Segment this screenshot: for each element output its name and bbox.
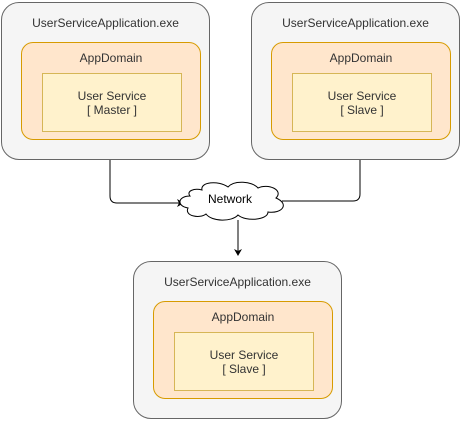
service-name: User Service bbox=[209, 347, 279, 362]
service-role: [ Slave ] bbox=[222, 361, 266, 376]
user-service-slave-box: User Service [ Slave ] bbox=[174, 332, 314, 391]
process-slave-right-container: UserServiceApplication.exe AppDomain Use… bbox=[251, 2, 460, 160]
process-title: UserServiceApplication.exe bbox=[164, 275, 311, 289]
appdomain-container: AppDomain User Service [ Slave ] bbox=[153, 301, 333, 399]
process-slave-bottom-container: UserServiceApplication.exe AppDomain Use… bbox=[133, 261, 342, 419]
appdomain-title: AppDomain bbox=[211, 310, 275, 324]
user-service-master-box: User Service [ Master ] bbox=[42, 73, 182, 132]
network-cloud-shape bbox=[179, 181, 284, 221]
service-name: User Service bbox=[327, 88, 397, 103]
network-label: Network bbox=[207, 192, 252, 206]
process-master-container: UserServiceApplication.exe AppDomain Use… bbox=[1, 2, 210, 160]
service-name: User Service bbox=[77, 88, 147, 103]
user-service-slave-box: User Service [ Slave ] bbox=[292, 73, 432, 132]
appdomain-title: AppDomain bbox=[329, 51, 393, 65]
service-role: [ Master ] bbox=[86, 102, 137, 117]
appdomain-title: AppDomain bbox=[79, 51, 143, 65]
master-to-network-connector bbox=[109, 130, 184, 207]
appdomain-container: AppDomain User Service [ Master ] bbox=[21, 42, 201, 140]
appdomain-container: AppDomain User Service [ Slave ] bbox=[271, 42, 451, 140]
network-to-slave-right-connector bbox=[282, 137, 364, 202]
process-title: UserServiceApplication.exe bbox=[282, 16, 429, 30]
service-role: [ Slave ] bbox=[340, 102, 384, 117]
process-title: UserServiceApplication.exe bbox=[32, 16, 179, 30]
